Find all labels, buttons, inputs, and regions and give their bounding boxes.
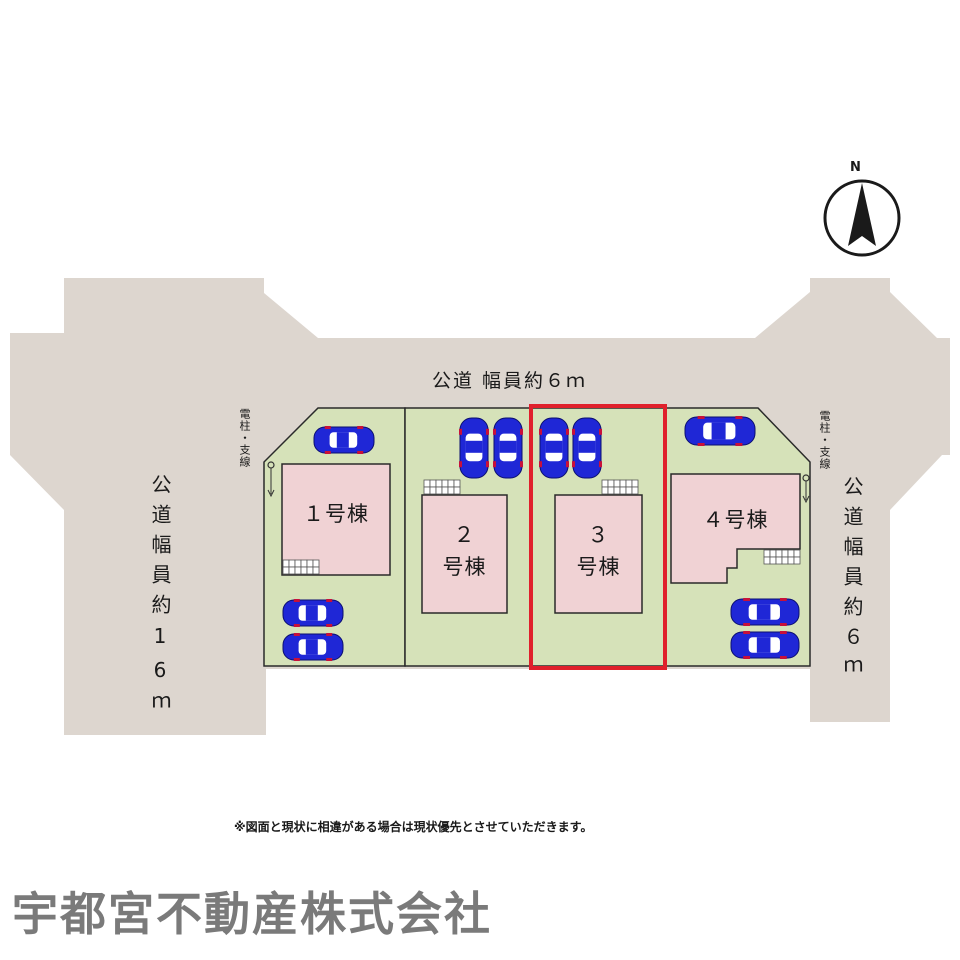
car-lot4-top [684, 416, 756, 446]
north-label: N [850, 160, 861, 175]
deck-grids [282, 479, 801, 575]
car-lot1-lower-b [282, 633, 344, 661]
car-lot4-lower-b [730, 631, 800, 659]
deck-building-4 [763, 549, 801, 565]
building-1-name: １号棟 [303, 502, 369, 526]
building-3 [554, 494, 643, 614]
road-label-north: 公道 幅員約６ｍ [432, 370, 588, 392]
deck-building-1 [282, 559, 320, 575]
disclaimer-note: ※図面と現状に相違がある場合は現状優先とさせていただきます。 [234, 820, 593, 834]
utility-pole-label-east: 電柱・支線 [818, 410, 831, 470]
utility-pole-label-west: 電柱・支線 [238, 408, 251, 468]
building-3-name: ３ 号棟 [576, 523, 621, 579]
building-2-name: ２ 号棟 [442, 523, 487, 579]
road-label-east: 公道幅員約６ｍ [840, 476, 864, 686]
car-lot1-lower-a [282, 599, 344, 627]
building-4 [670, 473, 801, 584]
lot-3-highlight [529, 404, 667, 670]
building-1 [281, 463, 391, 576]
north-arrow-icon [823, 179, 901, 257]
deck-building-2 [423, 479, 461, 495]
car-lot3-left [539, 417, 569, 479]
car-lot3-right [572, 417, 602, 479]
utility-pole-east [802, 474, 810, 504]
car-lot2-right [493, 417, 523, 479]
utility-pole-west [267, 461, 275, 498]
car-lot1-top [313, 426, 375, 454]
building-4-name: ４号棟 [702, 508, 769, 532]
car-lot2-left [459, 417, 489, 479]
car-lot4-lower-a [730, 598, 800, 626]
company-name: 宇都宮不動産株式会社 [12, 887, 492, 941]
road-label-west: 公道幅員約16ｍ [148, 474, 172, 722]
parking-cars [282, 416, 800, 661]
deck-building-3 [601, 479, 639, 495]
building-2 [421, 494, 508, 614]
